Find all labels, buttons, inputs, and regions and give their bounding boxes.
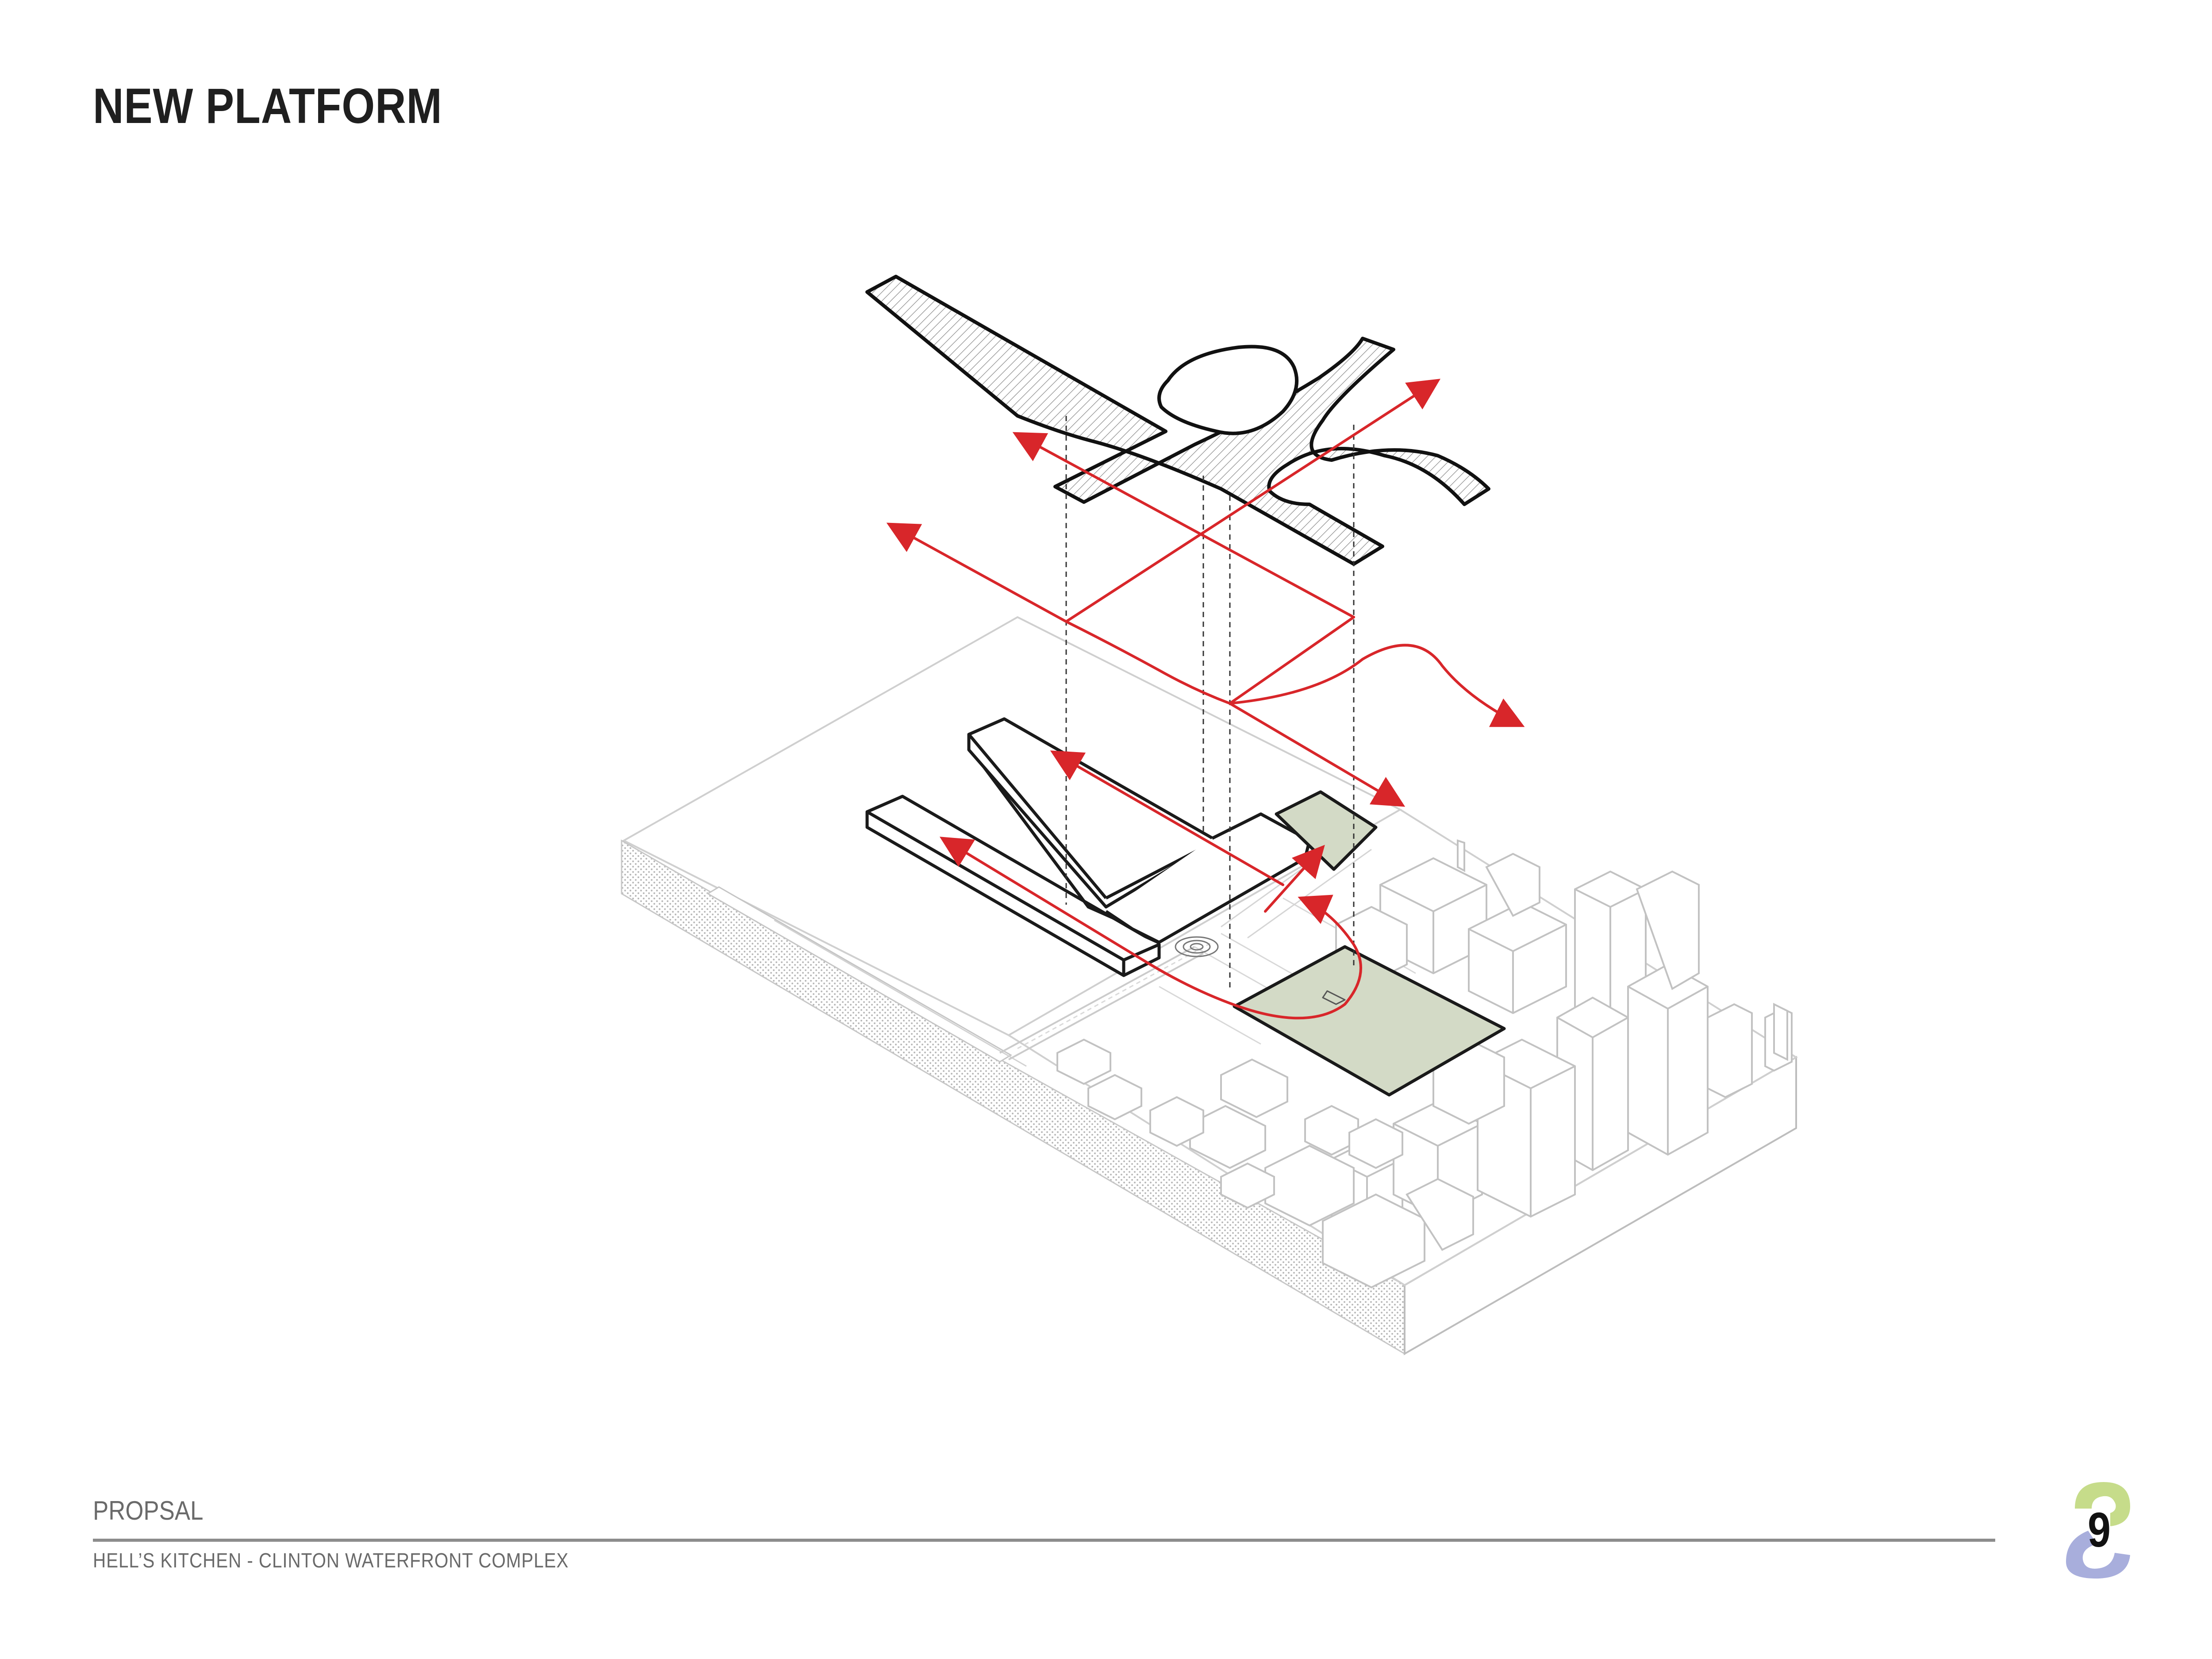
footer-section-label: PROPSAL [93, 1495, 203, 1526]
roundabout [1175, 937, 1218, 956]
piers [867, 719, 1310, 975]
page-number: 9 [2082, 1502, 2116, 1558]
footer-project-title: HELL’S KITCHEN - CLINTON WATERFRONT COMP… [93, 1548, 568, 1572]
footer-divider [93, 1539, 1995, 1542]
